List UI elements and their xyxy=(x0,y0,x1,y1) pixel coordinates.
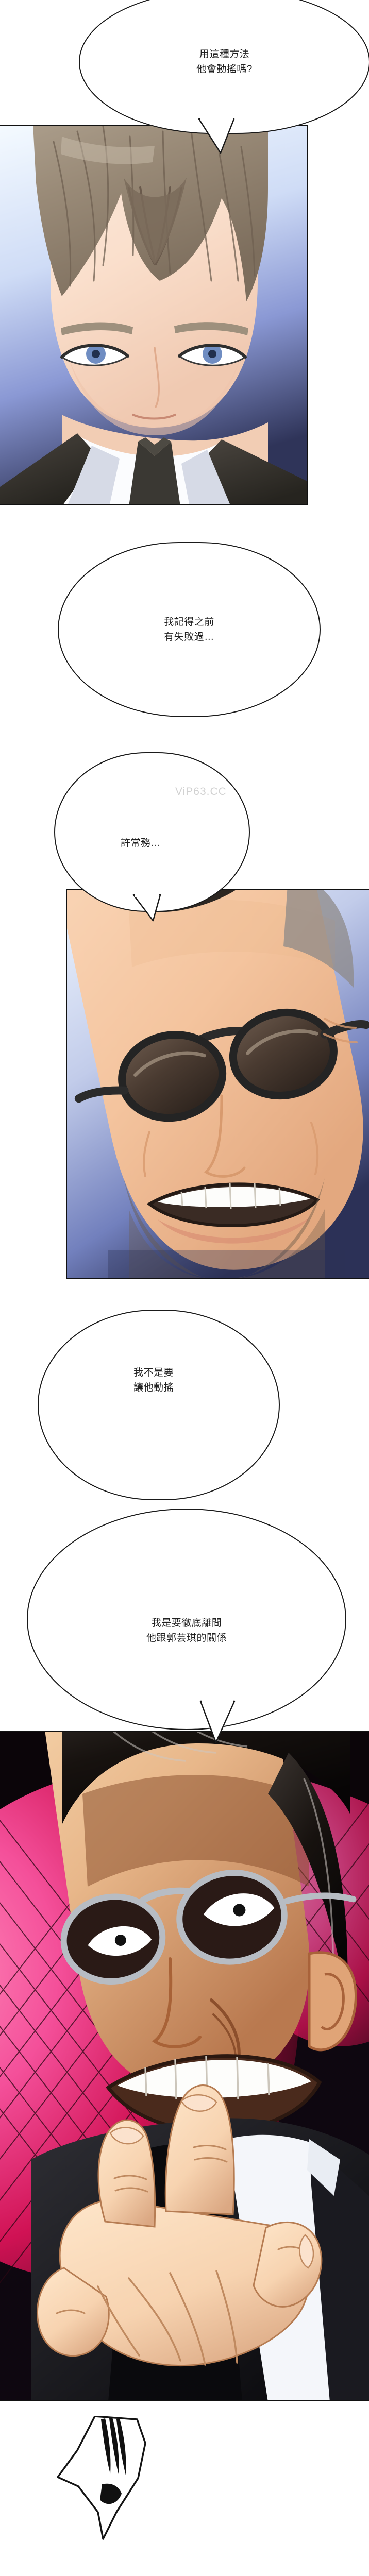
speech-bubble-2: 我記得之前 有失敗過… xyxy=(58,542,321,717)
speech-bubble-4-text: 我不是要 讓他動搖 xyxy=(133,1367,174,1393)
speech-bubble-4: 我不是要 讓他動搖 xyxy=(38,1310,280,1500)
speech-bubble-5-tail xyxy=(199,1700,236,1743)
speech-bubble-3-text: 許常務… xyxy=(120,838,161,849)
speech-bubble-2-text: 我記得之前 有失敗過… xyxy=(164,616,214,642)
site-watermark: ViP63.CC xyxy=(175,786,227,798)
speech-bubble-3-tail xyxy=(132,894,161,922)
speech-bubble-1-text: 用這種方法 他會動搖嗎? xyxy=(196,48,253,75)
snap-effect xyxy=(57,2416,146,2540)
panel-1 xyxy=(0,125,308,505)
panel-2-art xyxy=(67,890,369,1278)
panel-3 xyxy=(0,1731,369,2401)
speech-bubble-1: 用這種方法 他會動搖嗎? xyxy=(79,0,369,134)
speech-bubble-5-text: 我是要徹底離間 他跟郭芸琪的關係 xyxy=(146,1617,227,1643)
panel-2 xyxy=(66,889,369,1279)
panel-1-art xyxy=(0,126,307,504)
speech-bubble-1-tail xyxy=(198,116,235,154)
panel-3-art xyxy=(0,1732,369,2400)
speech-bubble-5: 我是要徹底離間 他跟郭芸琪的關係 xyxy=(27,1509,346,1730)
speech-bubble-3: 許常務… xyxy=(54,752,250,912)
